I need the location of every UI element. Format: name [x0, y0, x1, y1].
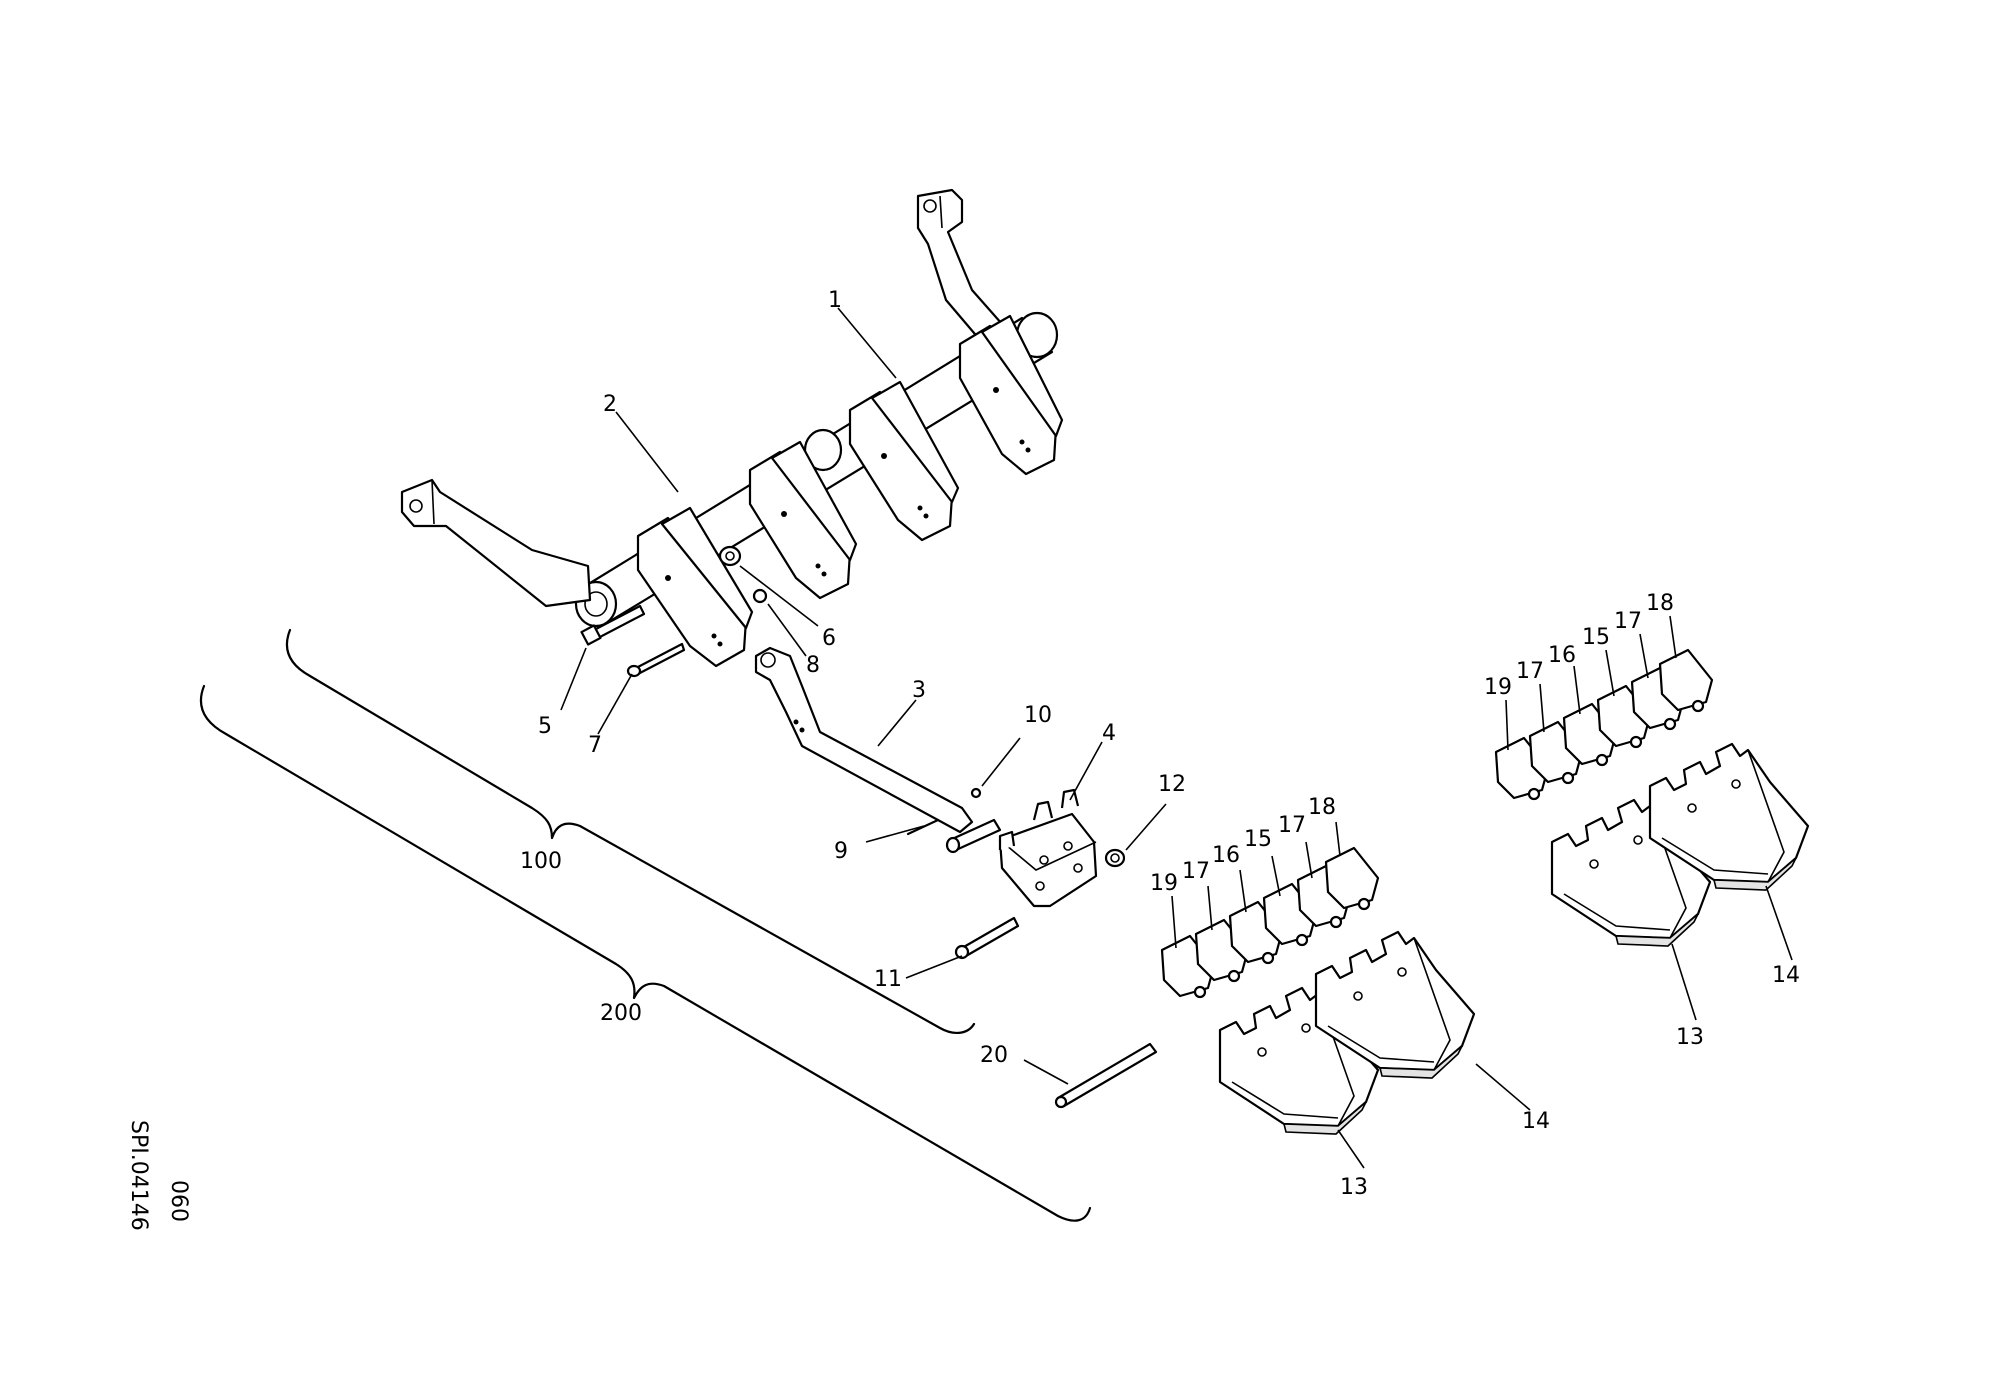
share-13-middle — [1218, 986, 1380, 1135]
brace-100 — [285, 628, 976, 1034]
leader-lines — [560, 307, 1793, 1169]
label-15-middle: 15 — [1244, 827, 1272, 852]
label-10: 10 — [1024, 703, 1052, 728]
label-14-right: 14 — [1772, 963, 1800, 988]
label-3: 3 — [912, 678, 926, 703]
label-18-right: 18 — [1646, 591, 1674, 616]
wear-plate-18-middle — [1324, 846, 1380, 911]
label-9: 9 — [834, 839, 848, 864]
drawing-code: SPI.04146 060 — [126, 1120, 191, 1231]
label-16-right: 16 — [1548, 643, 1576, 668]
label-7: 7 — [588, 733, 602, 758]
left-end-bracket — [400, 478, 592, 608]
label-17a-right: 17 — [1516, 659, 1544, 684]
label-13-right: 13 — [1676, 1025, 1704, 1050]
pin-20 — [1054, 1042, 1158, 1109]
bolt-7 — [626, 642, 686, 678]
tine-holder-4 — [998, 788, 1098, 908]
brace-200 — [199, 684, 1092, 1222]
label-6: 6 — [822, 626, 836, 651]
share-14-middle — [1314, 930, 1476, 1079]
label-8: 8 — [806, 653, 820, 678]
drawing-code-main: SPI.04146 — [126, 1120, 151, 1231]
beam-mounting-lugs — [636, 314, 1064, 668]
label-1: 1 — [828, 288, 842, 313]
wear-plate-18-right — [1658, 648, 1714, 713]
label-17b-middle: 17 — [1278, 813, 1306, 838]
label-15-right: 15 — [1582, 625, 1610, 650]
label-100: 100 — [520, 849, 562, 874]
label-11: 11 — [874, 967, 902, 992]
label-16-middle: 16 — [1212, 843, 1240, 868]
label-4: 4 — [1102, 721, 1116, 746]
bolt-11 — [954, 916, 1020, 960]
label-20: 20 — [980, 1043, 1008, 1068]
label-19-middle: 19 — [1150, 871, 1178, 896]
label-2: 2 — [603, 392, 617, 417]
label-17a-middle: 17 — [1182, 859, 1210, 884]
right-end-bracket — [916, 188, 1004, 342]
label-14-middle: 14 — [1522, 1109, 1550, 1134]
nut-6 — [718, 545, 742, 567]
nut-8 — [752, 588, 768, 604]
label-5: 5 — [538, 714, 552, 739]
tine-group-right — [1494, 648, 1810, 947]
share-14-right — [1648, 742, 1810, 891]
label-200: 200 — [600, 1001, 642, 1026]
bolt-5 — [580, 604, 646, 646]
nut-10 — [970, 787, 982, 799]
label-12: 12 — [1158, 772, 1186, 797]
label-18-middle: 18 — [1308, 795, 1336, 820]
label-13-middle: 13 — [1340, 1175, 1368, 1200]
label-17b-right: 17 — [1614, 609, 1642, 634]
nut-12 — [1104, 848, 1126, 868]
arm-3 — [754, 646, 1002, 854]
callout-labels: 1 2 3 4 5 6 7 8 9 10 11 12 20 100 200 19… — [520, 288, 1800, 1200]
tine-group-middle — [1160, 846, 1476, 1135]
label-19-right: 19 — [1484, 675, 1512, 700]
drawing-code-sub: 060 — [166, 1180, 191, 1222]
